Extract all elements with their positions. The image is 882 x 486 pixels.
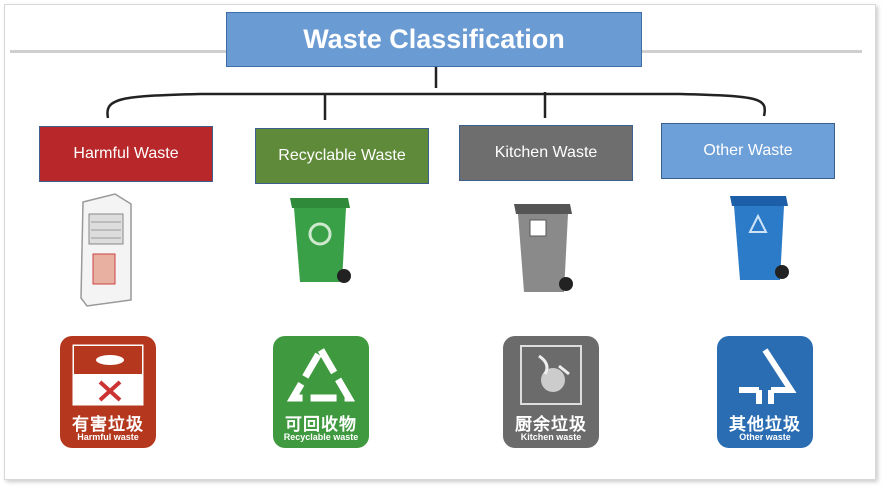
sign-label-zh: 厨余垃圾 [515,415,587,434]
sign-label-en: Other waste [739,432,791,442]
other-waste-sign: 其他垃圾 Other waste [717,336,813,448]
recycle-symbol-icon [286,344,356,402]
other-waste-bin-icon [730,196,789,280]
recyclable-waste-bin-icon [290,198,351,283]
food-scraps-symbol-icon [520,345,582,405]
other-waste-symbol-icon [739,348,797,404]
sign-label-zh: 其他垃圾 [729,415,801,434]
category-other-waste: Other Waste [661,123,835,179]
harmful-waste-bin-icon [80,193,132,307]
sign-label-zh: 有害垃圾 [72,415,144,434]
diagram-frame [4,4,876,480]
category-harmful-waste: Harmful Waste [39,126,213,182]
sign-label-en: Harmful waste [77,432,139,442]
category-recyclable-waste: Recyclable Waste [255,128,429,184]
kitchen-waste-bin-icon [514,204,573,292]
category-kitchen-waste: Kitchen Waste [459,125,633,181]
kitchen-waste-sign: 厨余垃圾 Kitchen waste [503,336,599,448]
harmful-waste-symbol-icon [72,344,144,406]
sign-label-zh: 可回收物 [285,415,357,434]
harmful-waste-sign: 有害垃圾 Harmful waste [60,336,156,448]
sign-label-en: Kitchen waste [520,432,582,442]
recyclable-waste-sign: 可回收物 Recyclable waste [273,336,369,448]
diagram-title: Waste Classification [226,12,642,67]
sign-label-en: Recyclable waste [283,432,359,442]
